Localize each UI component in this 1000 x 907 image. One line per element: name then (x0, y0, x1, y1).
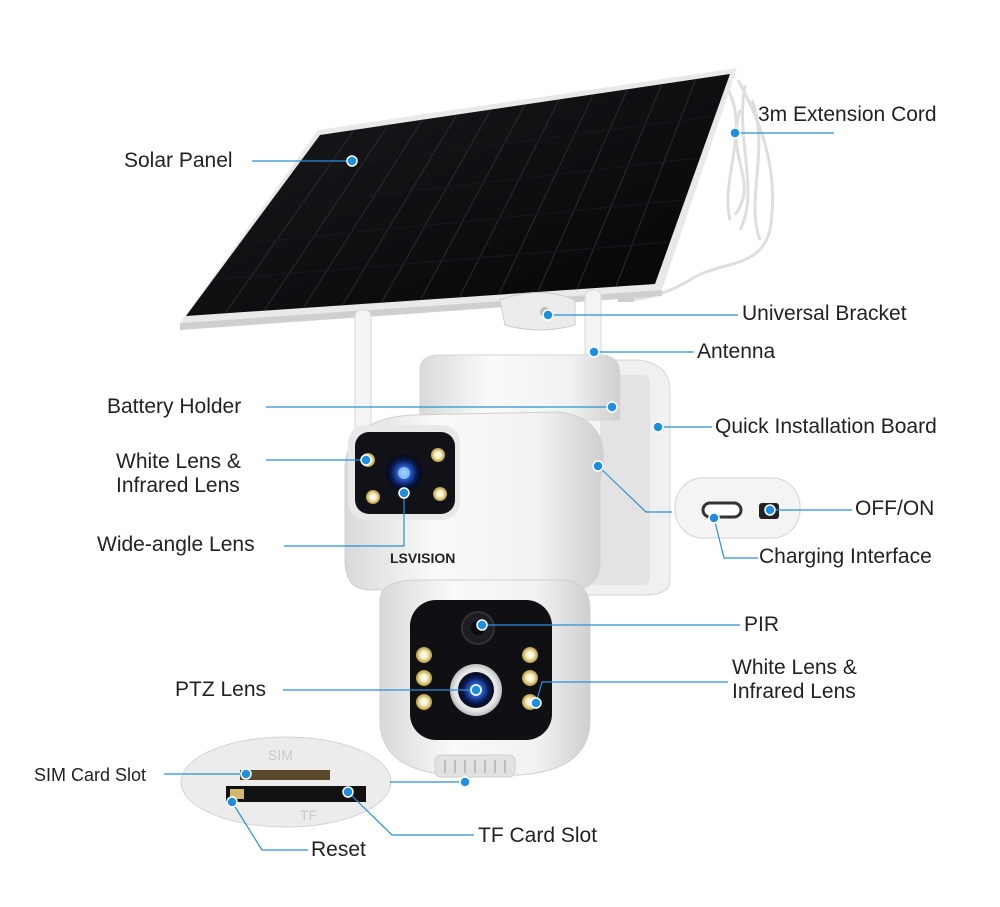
label-white-infrared-top-line2: Infrared Lens (116, 474, 240, 497)
label-quick-installation-board: Quick Installation Board (715, 415, 937, 438)
panel-cell-divider (420, 104, 526, 301)
label-tf-card-slot: TF Card Slot (478, 824, 598, 847)
label-white-infrared-bottom: White Lens & Infrared Lens (732, 656, 857, 704)
panel-cell-divider (498, 94, 594, 295)
label-sim-card-slot: SIM Card Slot (34, 765, 147, 785)
callout-tf (347, 791, 474, 836)
panel-row-divider (266, 157, 701, 208)
sim-tf-inset: SIM TF (180, 736, 392, 828)
antenna-left (354, 309, 372, 431)
sim-marking: SIM (268, 747, 293, 763)
wide-angle-module (348, 425, 460, 520)
panel-row-divider (293, 115, 716, 172)
panel-cell-divider (263, 124, 389, 311)
label-pir: PIR (744, 613, 780, 636)
panel-cell-divider (576, 83, 663, 290)
label-white-infrared-top: White Lens & Infrared Lens (116, 450, 241, 498)
extension-cord (629, 79, 775, 302)
callout-battery-link (597, 465, 672, 513)
label-off-on: OFF/ON (855, 497, 935, 520)
label-solar-panel: Solar Panel (124, 149, 233, 172)
callout-white-lens-bottom (535, 681, 728, 704)
charging-inset (674, 477, 801, 539)
label-reset: Reset (311, 838, 366, 861)
panel-cell-divider (537, 89, 628, 293)
universal-bracket (499, 292, 576, 331)
label-battery-holder: Battery Holder (107, 395, 242, 418)
callout-lines (164, 132, 852, 851)
callout-charging (713, 517, 758, 559)
label-white-infrared-top-line1: White Lens & (116, 450, 241, 473)
brand-logo: LSVISION (390, 550, 455, 566)
tf-marking: TF (300, 807, 317, 823)
panel-cell-divider (341, 114, 458, 306)
panel-cell-divider (302, 119, 423, 309)
panel-cell-divider (380, 109, 492, 303)
label-charging-interface: Charging Interface (759, 545, 932, 568)
camera-upper-body (344, 354, 621, 591)
label-universal-bracket: Universal Bracket (742, 302, 907, 325)
callout-reset (231, 801, 308, 851)
solar-panel (180, 68, 737, 330)
label-extension-cord: 3m Extension Cord (758, 103, 937, 126)
label-white-infrared-bottom-line1: White Lens & (732, 656, 857, 679)
callout-dots (226, 127, 776, 808)
label-wide-angle-lens: Wide-angle Lens (97, 533, 255, 556)
label-white-infrared-bottom-line2: Infrared Lens (732, 680, 856, 703)
panel-row-divider (239, 199, 686, 245)
camera-dome (379, 579, 591, 778)
label-ptz-lens: PTZ Lens (175, 678, 267, 701)
panel-row-divider (212, 241, 671, 281)
panel-cell-divider (459, 99, 560, 298)
panel-cell-divider (615, 78, 697, 287)
label-antenna: Antenna (697, 340, 776, 363)
callout-wide-angle (284, 493, 405, 547)
